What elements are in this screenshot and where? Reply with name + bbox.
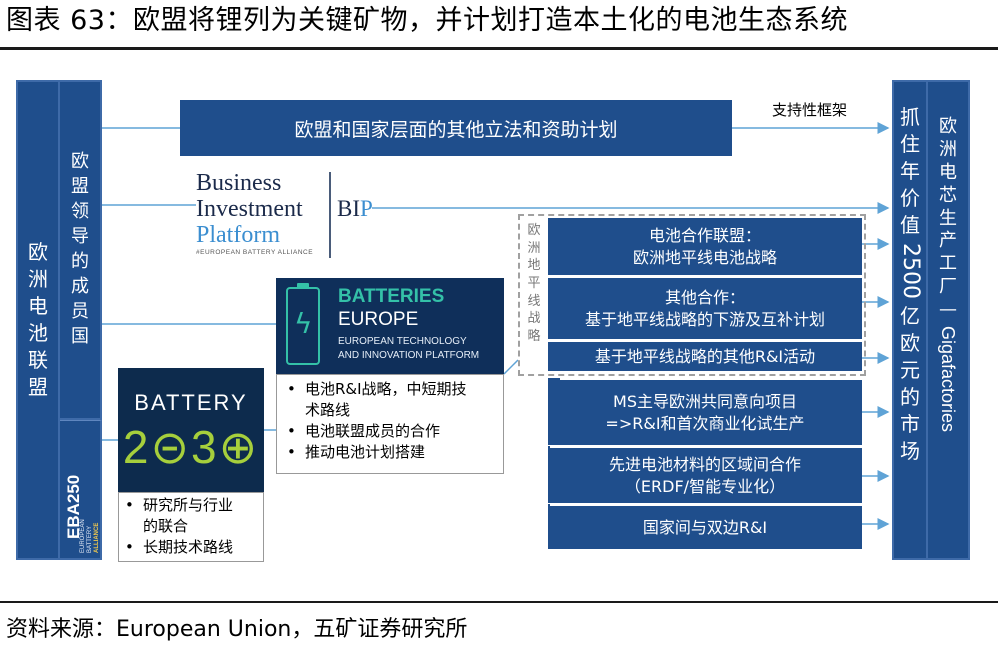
bip-divider [329, 172, 331, 258]
gigafactories-label: Gigafactories [938, 326, 958, 433]
list-item-continuation: 的联合 [143, 517, 189, 535]
figure-title: 图表 63：欧盟将锂列为关键矿物，并计划打造本土化的电池生态系统 [6, 5, 848, 36]
list-item: 长期技术路线 [123, 537, 259, 558]
horizon-strategy-label: 欧 洲 地 平 线 战 略 [527, 223, 541, 344]
source-rule [0, 601, 998, 603]
support-framework-label: 支持性框架 [772, 101, 848, 119]
other-legislation-bar: 欧盟和国家层面的其他立法和资助计划 [180, 100, 732, 156]
eu-battery-alliance-column: 欧 洲 电 池 联 盟 [16, 80, 60, 560]
figure-source: 资料来源：European Union，五矿证券研究所 [6, 617, 468, 642]
ipcei-box: MS主导欧洲共同意向项目 =>R&I和首次商业化试生产 [548, 380, 862, 446]
other-ri-activities-box: 基于地平线战略的其他R&I活动 [548, 342, 862, 372]
market-column: 抓 住 年 价 值 2500 亿 欧 元 的 市 场 [892, 80, 928, 560]
list-item: 电池R&I战略，中短期技 [285, 379, 497, 400]
bip-logo: Business Investment Platform #EUROPEAN B… [196, 170, 314, 256]
batteries-europe-logo: ϟ BATTERIES EUROPE EUROPEAN TECHNOLOGY A… [276, 278, 504, 374]
battery-icon: ϟ [286, 283, 320, 365]
list-item: 电池联盟成员的合作 [285, 421, 497, 442]
eu-leading-members-column: 欧 盟 领 导 的 成 员 国 [60, 80, 102, 420]
battery-partnership-box: 电池合作联盟： 欧洲地平线电池战略 [548, 218, 862, 276]
connector-be-horizon [503, 359, 519, 375]
interregional-cooperation-box: 先进电池材料的区域间合作 （ERDF/智能专业化） [548, 448, 862, 504]
bip-mark: BIP [337, 196, 373, 221]
lightning-icon: ϟ [294, 307, 313, 340]
title-rule [0, 47, 998, 50]
gigafactories-column: 欧 洲 电 芯 生 产 工 厂 — Gigafactories [928, 80, 970, 560]
bilateral-ri-box: 国家间与双边R&I [548, 506, 862, 550]
other-cooperation-box: 其他合作： 基于地平线战略的下游及互补计划 [548, 278, 862, 340]
eba250-logo: EBA250 EUROPEAN BATTERY ALLIANCE [60, 420, 102, 560]
eba250-subtitle: EUROPEAN BATTERY ALLIANCE [80, 519, 100, 553]
battery2030-bullets: 研究所与行业 的联合 长期技术路线 [118, 492, 264, 562]
batteries-europe-bullets: 电池R&I战略，中短期技 术路线 电池联盟成员的合作 推动电池计划搭建 [276, 374, 504, 474]
list-item-continuation: 术路线 [305, 401, 351, 419]
list-item: 推动电池计划搭建 [285, 442, 497, 463]
horizon-strategy-group [518, 214, 866, 376]
list-item: 研究所与行业 [123, 495, 259, 516]
battery2030-logo: BATTERY 2⊝3⊕ [118, 368, 264, 492]
market-value: 2500 [898, 243, 923, 299]
